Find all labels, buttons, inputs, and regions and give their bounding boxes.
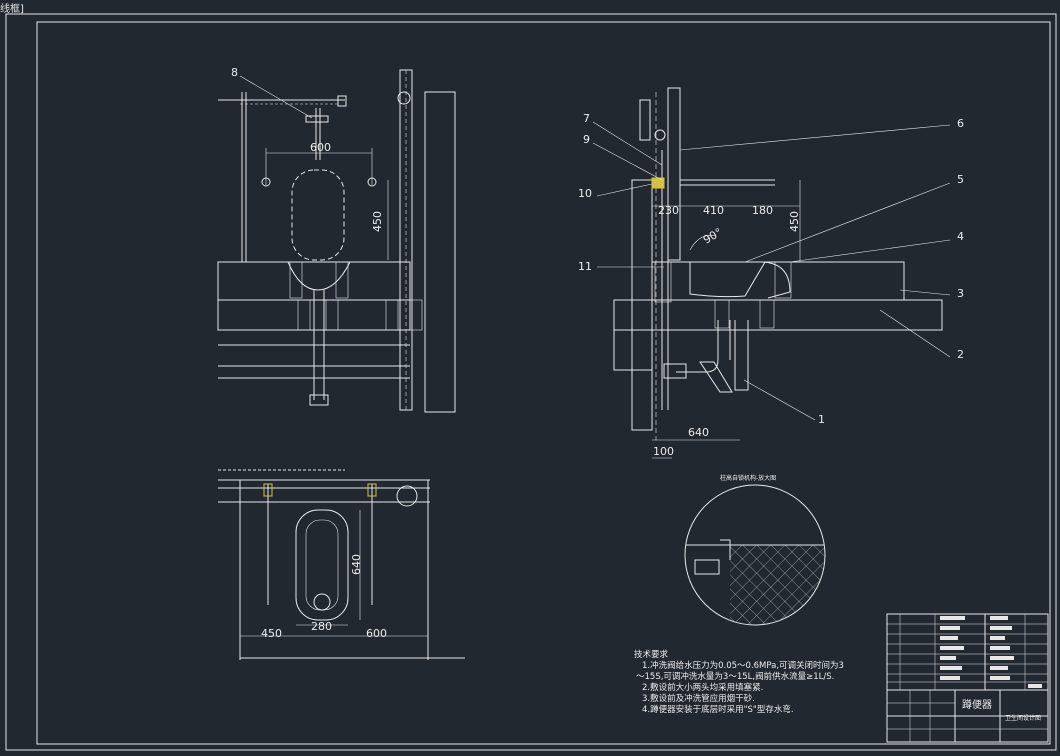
detail-view: 柱高自锁机构-放大图	[684, 474, 826, 626]
front-view: 8 600 450	[217, 66, 456, 413]
title-block: 蹲便器 卫生间设计图	[886, 613, 1049, 743]
dim-plan-640: 640	[350, 554, 363, 575]
notes-line1: 1.冲洗阀给水压力为0.05～0.6MPa,可调关闭时间为3	[642, 660, 844, 671]
tech-notes: 技术要求 1.冲洗阀给水压力为0.05～0.6MPa,可调关闭时间为3 ～15S…	[634, 649, 844, 715]
dim-side-230: 230	[658, 204, 679, 217]
dim-plan-450: 450	[261, 627, 282, 640]
callout-3: 3	[957, 287, 964, 300]
notes-title: 技术要求	[634, 649, 669, 660]
dim-side-angle: 90°	[701, 226, 724, 247]
corner-label: 线框]	[0, 4, 24, 15]
callout-4: 4	[957, 230, 964, 243]
side-section-view: 230 410 180 450 90° 640 100 7 9 10 11 6 …	[578, 87, 964, 459]
callout-1: 1	[818, 413, 825, 426]
callout-5: 5	[957, 173, 964, 186]
dim-front-600: 600	[310, 141, 331, 154]
outer-frame	[5, 13, 1057, 751]
dim-side-410: 410	[703, 204, 724, 217]
notes-line4: 3.敷设前及冲洗管应用烟干砂.	[642, 693, 755, 704]
dim-side-100: 100	[653, 445, 674, 458]
callout-8: 8	[231, 66, 238, 79]
notes-line5: 4.蹲便器安装于底层时采用"S"型存水弯.	[642, 704, 794, 715]
notes-line2: ～15S,可调冲洗水量为3～15L,阀前供水流量≥1L/S.	[636, 671, 834, 682]
dim-front-450: 450	[371, 211, 384, 232]
callout-9: 9	[583, 133, 590, 146]
notes-line3: 2.敷设前大小两头均采用填塞紧.	[642, 682, 763, 693]
dim-plan-600: 600	[366, 627, 387, 640]
callout-7: 7	[583, 112, 590, 125]
callout-11: 11	[578, 260, 592, 273]
dim-plan-280: 280	[311, 620, 332, 633]
title-block-name: 蹲便器	[962, 698, 992, 711]
plan-view: 450 280 600 640	[218, 469, 465, 660]
inner-frame	[36, 21, 1051, 745]
title-block-drawing: 卫生间设计图	[1005, 714, 1041, 722]
callout-2: 2	[957, 348, 964, 361]
dim-side-180: 180	[752, 204, 773, 217]
callout-10: 10	[578, 187, 592, 200]
dim-side-640: 640	[688, 426, 709, 439]
callout-6: 6	[957, 117, 964, 130]
dim-side-450: 450	[788, 211, 801, 232]
detail-title: 柱高自锁机构-放大图	[720, 474, 776, 482]
